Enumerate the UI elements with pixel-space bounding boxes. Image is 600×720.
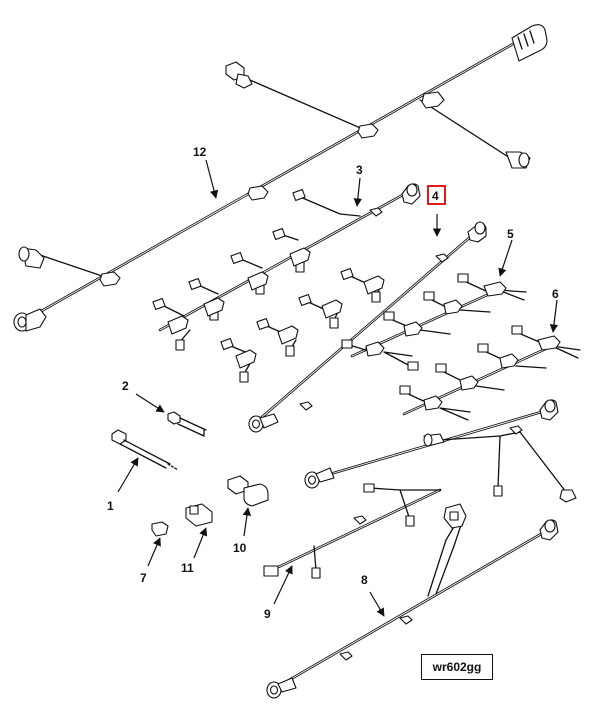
connector-plug — [399, 325, 523, 395]
callout-3-label: 3 — [356, 163, 363, 177]
connector-plug — [220, 267, 381, 383]
connector-boot — [539, 519, 559, 541]
harness-9 — [263, 483, 442, 579]
harness-5 — [341, 273, 527, 371]
connector-boot — [423, 433, 445, 447]
harness-clip — [365, 281, 507, 357]
callout-12-label: 12 — [193, 145, 207, 159]
connector-boot — [505, 151, 531, 169]
harness-clip — [167, 207, 383, 335]
harness-12 — [13, 24, 548, 332]
harness-4 — [220, 221, 487, 433]
connector-plug — [341, 273, 469, 371]
callout-6-label: 6 — [552, 287, 559, 301]
connector-plug — [559, 489, 577, 503]
part-10-connector — [227, 475, 269, 507]
connector-plug — [493, 485, 503, 497]
callout-4-highlight-box — [427, 185, 446, 205]
callout-10-label: 10 — [233, 541, 247, 555]
part-11-connector — [185, 503, 213, 527]
harness-clip — [99, 91, 445, 287]
connector-boot — [401, 183, 421, 205]
callouts: 12 3 4 5 6 2 1 7 11 10 9 8 — [107, 145, 559, 621]
callout-9-label: 9 — [264, 607, 271, 621]
harness-8 — [266, 503, 559, 699]
connector-boot — [266, 677, 297, 699]
callout-7-label: 7 — [140, 571, 147, 585]
connector-boot — [539, 399, 559, 421]
connector-boot — [304, 467, 335, 489]
callout-2-label: 2 — [122, 379, 129, 393]
harness-clip — [399, 615, 413, 625]
harness-9-branch — [304, 399, 577, 503]
connector-plug — [263, 483, 415, 579]
harness-clip — [353, 515, 367, 525]
figure-reference-code: wr602gg — [421, 654, 493, 680]
callout-1-label: 1 — [107, 499, 114, 513]
harness-clip — [423, 335, 561, 411]
connector-plug — [443, 503, 467, 529]
callout-4-label: 4 — [432, 189, 439, 203]
callout-8-label: 8 — [361, 573, 368, 587]
connector-boot — [467, 221, 487, 243]
harness-clip — [235, 253, 449, 411]
harness-clip — [509, 425, 523, 435]
connector-boot — [248, 413, 279, 433]
part-7-clip — [151, 521, 169, 537]
connector-plug — [152, 188, 306, 351]
callout-11-label: 11 — [181, 561, 194, 575]
part-1-bolt — [111, 429, 179, 471]
connector-boot — [18, 246, 45, 269]
harness-6 — [399, 325, 581, 421]
harness-clip — [339, 651, 353, 661]
part-2-stud — [167, 411, 207, 437]
connector-boot — [13, 308, 47, 332]
connector-boot — [511, 24, 548, 62]
harness-3 — [152, 183, 421, 351]
callout-5-label: 5 — [507, 227, 514, 241]
connector-plug — [225, 61, 253, 89]
